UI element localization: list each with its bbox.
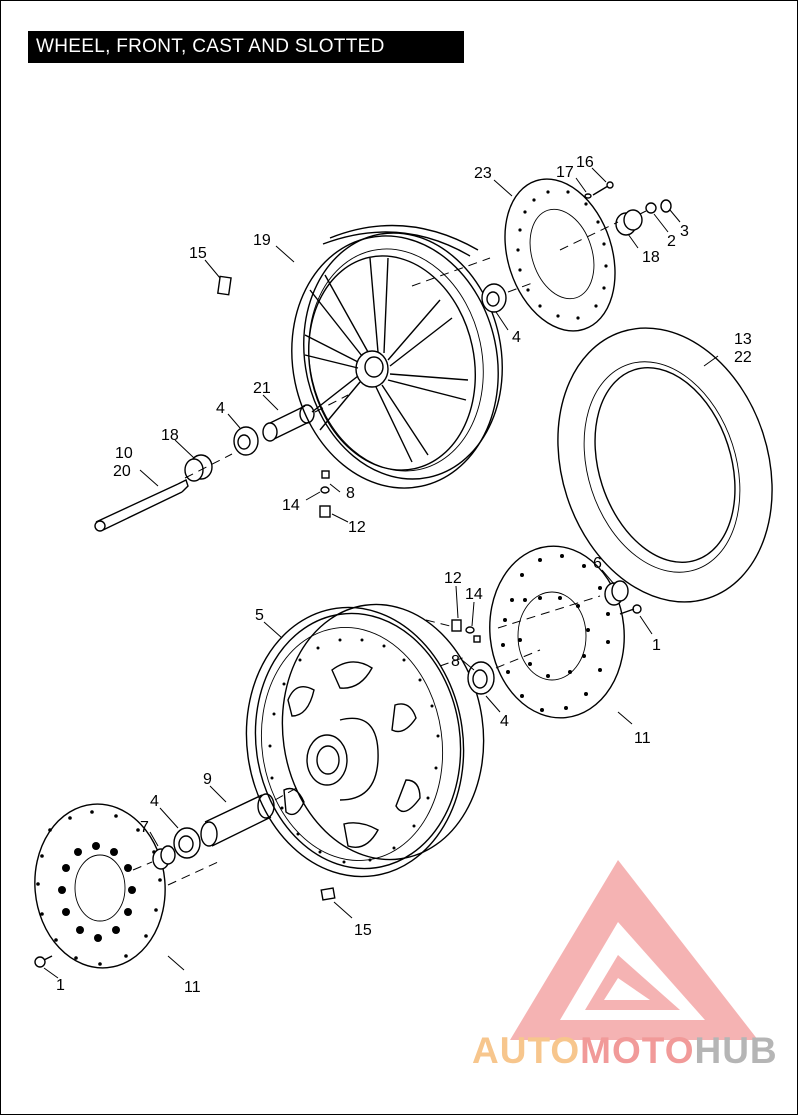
callout-11: 11 (184, 979, 201, 996)
watermark-auto: AUTO (472, 1030, 581, 1071)
callout-13: 13 (734, 331, 752, 348)
callout-15: 15 (189, 245, 207, 262)
callout-12: 12 (444, 570, 462, 587)
callout-10: 10 (115, 445, 133, 462)
callout-labels: 16 17 23 3 2 18 19 15 4 13 22 21 4 18 10… (56, 154, 752, 996)
callout-15: 15 (354, 922, 372, 939)
callout-2: 2 (667, 233, 676, 250)
callout-8: 8 (346, 485, 355, 502)
callout-1: 1 (652, 637, 661, 654)
callout-20: 20 (113, 463, 131, 480)
callout-6: 6 (593, 555, 602, 572)
callout-22: 22 (734, 349, 752, 366)
callout-14: 14 (282, 497, 300, 514)
callout-23: 23 (474, 165, 492, 182)
callout-18: 18 (642, 249, 660, 266)
watermark-logo-icon (510, 860, 758, 1040)
callout-4: 4 (216, 400, 225, 417)
callout-19: 19 (253, 232, 271, 249)
callout-14: 14 (465, 586, 483, 603)
diagram-title: WHEEL, FRONT, CAST AND SLOTTED (28, 31, 464, 63)
watermark-moto: MOTO (580, 1030, 695, 1071)
callout-1: 1 (56, 977, 65, 994)
callout-5: 5 (255, 607, 264, 624)
callout-4: 4 (150, 793, 159, 810)
callout-12: 12 (348, 519, 366, 536)
callout-17: 17 (556, 164, 574, 181)
callout-8: 8 (451, 653, 460, 670)
callout-3: 3 (680, 223, 689, 240)
callout-9: 9 (203, 771, 212, 788)
upper-wheel (291, 224, 503, 489)
watermark-logo-text: AUTOMOTOHUB (472, 1030, 778, 1072)
tire (557, 327, 773, 603)
callout-16: 16 (576, 154, 594, 171)
lower-left-rotor (34, 793, 336, 969)
callout-4: 4 (500, 713, 509, 730)
leader-lines (43, 167, 719, 979)
lower-wheel (245, 603, 485, 878)
assembly-axis-lines (132, 210, 647, 886)
callout-11: 11 (634, 730, 651, 747)
callout-4: 4 (512, 329, 521, 346)
lower-right-rotor (451, 545, 642, 719)
callout-18: 18 (161, 427, 179, 444)
upper-brake-rotor (504, 178, 616, 332)
watermark-hub: HUB (694, 1030, 778, 1071)
callout-21: 21 (253, 380, 271, 397)
callout-7: 7 (140, 819, 149, 836)
